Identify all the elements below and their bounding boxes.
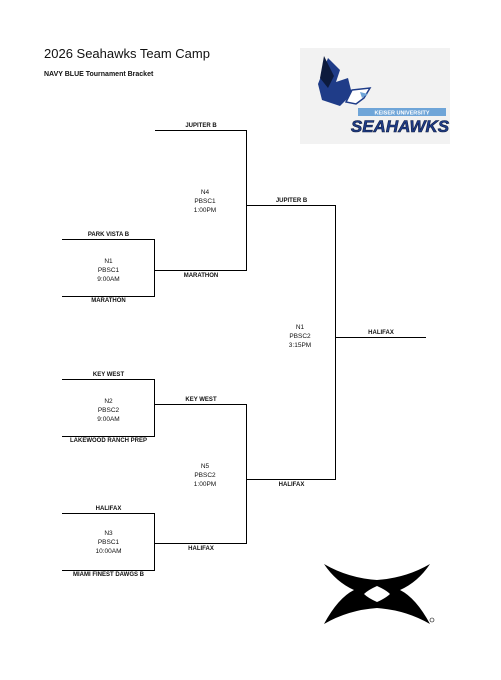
team-label: LAKEWOOD RANCH PREP (69, 438, 147, 444)
game-field: PBSC2 (289, 333, 311, 340)
game-time: 10:00AM (95, 548, 122, 555)
bracket-line (247, 205, 336, 206)
bracket-subtitle: NAVY BLUE Tournament Bracket (44, 71, 154, 78)
bracket-line (335, 205, 336, 480)
logo-wordmark: SEAHAWKS (351, 117, 450, 136)
game-info: N1 PBSC1 9:00AM (62, 257, 155, 284)
bracket-line (62, 436, 155, 437)
bracket-line (154, 239, 155, 297)
game-number: N4 (200, 189, 210, 196)
bracket-line (336, 337, 426, 338)
bracket-line (155, 543, 247, 544)
team-label: JUPITER B (275, 198, 308, 204)
game-field: PBSC2 (194, 472, 216, 479)
game-field: PBSC1 (194, 198, 216, 205)
game-info: N5 PBSC2 1:00PM (160, 462, 250, 489)
team-label: JUPITER B (185, 123, 217, 129)
bracket-line (154, 379, 155, 437)
bracket-line (62, 513, 155, 514)
game-field: PBSC1 (97, 539, 120, 546)
bracket-line (155, 404, 247, 405)
game-number: N1 (104, 258, 113, 265)
game-time: 1:00PM (193, 207, 217, 214)
game-info: N3 PBSC1 10:00AM (62, 529, 155, 556)
game-number: N3 (104, 530, 113, 537)
bracket-line (155, 130, 247, 131)
game-time: 3:15PM (288, 342, 312, 349)
game-info: N2 PBSC2 9:00AM (62, 397, 155, 424)
game-time: 1:00PM (193, 481, 217, 488)
team-label: KEY WEST (185, 397, 217, 403)
game-field: PBSC1 (97, 267, 120, 274)
logo-caption: KEISER UNIVERSITY (374, 111, 429, 117)
game-number: N2 (104, 398, 113, 405)
under-armour-icon (324, 564, 435, 624)
game-time: 9:00AM (97, 276, 120, 283)
game-number: N1 (295, 324, 305, 331)
team-label: MARATHON (183, 273, 219, 279)
game-info: N4 PBSC1 1:00PM (160, 188, 250, 215)
bracket-line (247, 479, 336, 480)
team-label: MARATHON (91, 298, 126, 304)
team-label: MIAMI FINEST DAWGS B (73, 572, 144, 578)
seahawks-logo: KEISER UNIVERSITY SEAHAWKS (300, 48, 450, 144)
bracket-line (246, 404, 247, 544)
game-time: 9:00AM (97, 416, 120, 423)
game-field: PBSC2 (97, 407, 120, 414)
bracket-line (62, 570, 155, 571)
bracket-line (246, 130, 247, 271)
bracket-line (155, 270, 247, 271)
bracket-line (62, 239, 155, 240)
bracket-line (62, 296, 155, 297)
bracket-line (62, 379, 155, 380)
game-info: N1 PBSC2 3:15PM (250, 323, 350, 350)
team-label: PARK VISTA B (87, 232, 130, 238)
champion-label: HALIFAX (368, 330, 394, 336)
seahawk-icon: KEISER UNIVERSITY SEAHAWKS (318, 56, 450, 136)
game-number: N5 (200, 463, 210, 470)
team-label: HALIFAX (95, 506, 122, 512)
team-label: HALIFAX (188, 546, 214, 552)
under-armour-logo (320, 560, 435, 633)
page-title: 2026 Seahawks Team Camp (44, 46, 210, 61)
team-label: KEY WEST (92, 372, 125, 378)
bracket-line (154, 513, 155, 571)
team-label: HALIFAX (278, 482, 305, 488)
